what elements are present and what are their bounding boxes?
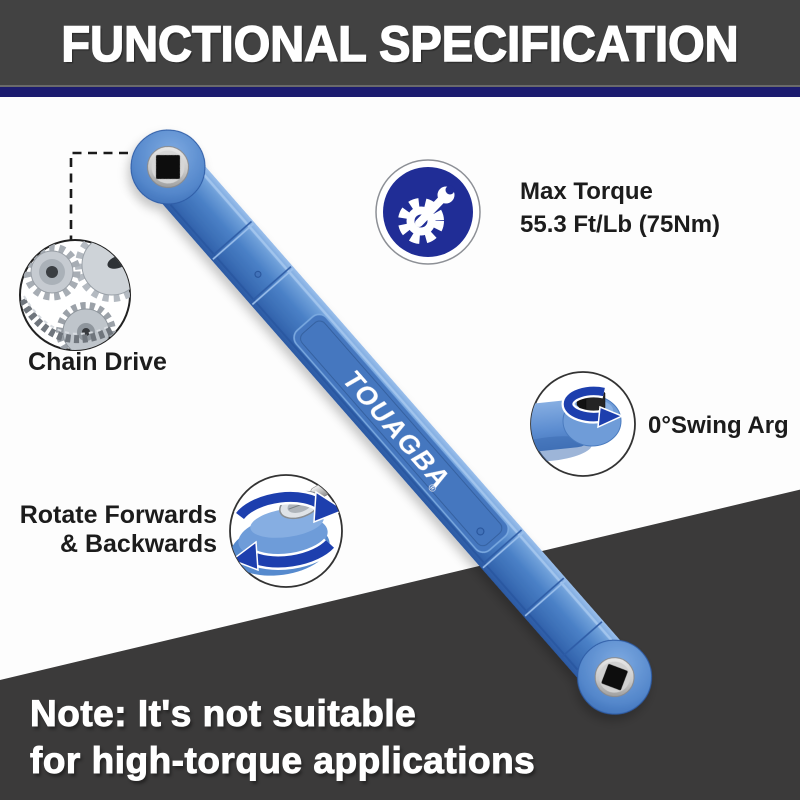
gear-wrench-icon [398, 185, 455, 244]
page-title: FUNCTIONAL SPECIFICATION [61, 15, 740, 73]
swing-label: 0°Swing Arg [648, 412, 789, 439]
note-line2: for high-torque applications [29, 740, 536, 782]
wrench-panel [293, 313, 510, 554]
max-torque-label: Max Torque 55.3 Ft/Lb (75Nm) [520, 175, 720, 241]
rotate-label: Rotate Forwards & Backwards [17, 501, 217, 559]
swing-rotation-icon [531, 384, 624, 462]
dashed-connector [69, 151, 128, 240]
wrench-head-top [130, 129, 206, 205]
rivet-dimple [476, 527, 485, 536]
max-torque-line2: 55.3 Ft/Lb (75Nm) [520, 211, 721, 238]
note-line1: Note: It's not suitable [29, 693, 417, 735]
swing-bubble [530, 371, 636, 477]
brand-logo: TOUAGBA [337, 364, 456, 494]
max-torque-line1: Max Torque [520, 178, 653, 205]
rivet-dimple [254, 270, 262, 278]
banner-edge-line [0, 85, 800, 87]
rotate-line2: & Backwards [59, 530, 217, 558]
note-text: Note: It's not suitable for high-torque … [29, 690, 536, 784]
body-grooves [210, 220, 603, 658]
max-torque-badge [375, 159, 481, 265]
banner-navy-stripe [0, 87, 800, 97]
wrench-head-bottom [577, 639, 653, 715]
chain-drive-bubble [19, 239, 131, 351]
rotate-line1: Rotate Forwards [19, 501, 217, 529]
rotate-bubble [229, 474, 343, 588]
square-drive-hole [156, 155, 180, 179]
square-drive-hole [601, 664, 628, 691]
extension-wrench: TOUAGBA ® [130, 129, 653, 715]
rotate-arrows-icon [230, 475, 342, 576]
header-banner: FUNCTIONAL SPECIFICATION [0, 0, 800, 85]
chain-drive-label: Chain Drive [28, 348, 167, 376]
